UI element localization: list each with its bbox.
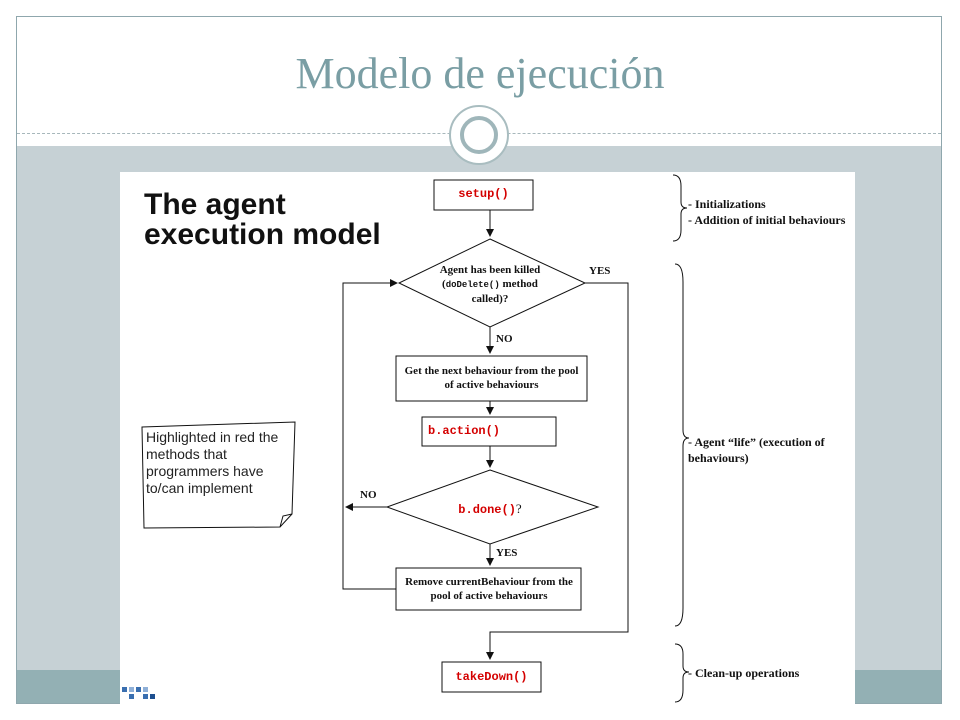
done-label: b.done()? bbox=[420, 501, 560, 518]
logo-icon bbox=[122, 687, 155, 699]
remove-label: Remove currentBehaviour from the pool of… bbox=[405, 576, 573, 602]
execution-model-figure: The agent execution model Highlighted in… bbox=[120, 172, 855, 705]
yes-top-label: YES bbox=[589, 265, 611, 277]
annotation-init-1: - Initializations bbox=[688, 197, 766, 211]
ring-inner bbox=[460, 116, 498, 154]
note-curl bbox=[279, 513, 293, 528]
flowchart-lines bbox=[141, 174, 690, 703]
action-box bbox=[421, 416, 557, 447]
annotation-init: - Initializations - Addition of initial … bbox=[688, 196, 848, 228]
killed-line-2-rest: method bbox=[499, 278, 538, 290]
done-code: b.done() bbox=[458, 503, 516, 517]
yes-bottom-label: YES bbox=[496, 547, 518, 559]
action-label: b.action() bbox=[428, 424, 548, 438]
takedown-code: takeDown() bbox=[455, 670, 528, 684]
remove-box bbox=[395, 567, 582, 611]
divider-ring-icon bbox=[449, 105, 509, 165]
slide-title: Modelo de ejecución bbox=[295, 49, 665, 98]
takedown-label: takeDown() bbox=[442, 670, 541, 684]
killed-line-3: called)? bbox=[471, 293, 509, 305]
heading-line-2: execution model bbox=[144, 218, 381, 251]
annotation-cleanup: - Clean-up operations bbox=[688, 666, 800, 680]
no-left-label: NO bbox=[360, 489, 377, 501]
get-next-box bbox=[395, 355, 588, 402]
killed-line-1: Agent has been killed bbox=[439, 264, 541, 276]
brace-life bbox=[674, 263, 690, 627]
setup-box bbox=[433, 179, 534, 211]
annotation-life: - Agent “life” (execution of behaviours) bbox=[688, 435, 825, 465]
setup-label: setup() bbox=[434, 187, 533, 201]
brace-cleanup bbox=[674, 643, 690, 703]
note-text: Highlighted in red the methods that prog… bbox=[146, 429, 279, 496]
killed-label: Agent has been killed (doDelete() method… bbox=[420, 263, 560, 306]
get-next-label: Get the next behaviour from the pool of … bbox=[404, 365, 579, 391]
loop-back-line bbox=[342, 279, 398, 590]
figure-heading: The agent execution model bbox=[144, 190, 381, 250]
takedown-box bbox=[441, 661, 542, 693]
annotation-init-2: - Addition of initial behaviours bbox=[688, 213, 846, 227]
setup-code: setup() bbox=[458, 187, 509, 201]
done-question: ? bbox=[515, 501, 522, 516]
killed-code: doDelete() bbox=[445, 280, 500, 290]
note-paper bbox=[141, 421, 296, 529]
heading-line-1: The agent bbox=[144, 188, 286, 221]
action-code: b.action() bbox=[428, 424, 501, 438]
killed-line-2: (doDelete() method bbox=[420, 277, 560, 292]
no-mid-label: NO bbox=[496, 333, 513, 345]
brace-init bbox=[672, 174, 688, 242]
yes-exit-line bbox=[486, 282, 629, 660]
killed-paren: ( bbox=[442, 278, 446, 290]
